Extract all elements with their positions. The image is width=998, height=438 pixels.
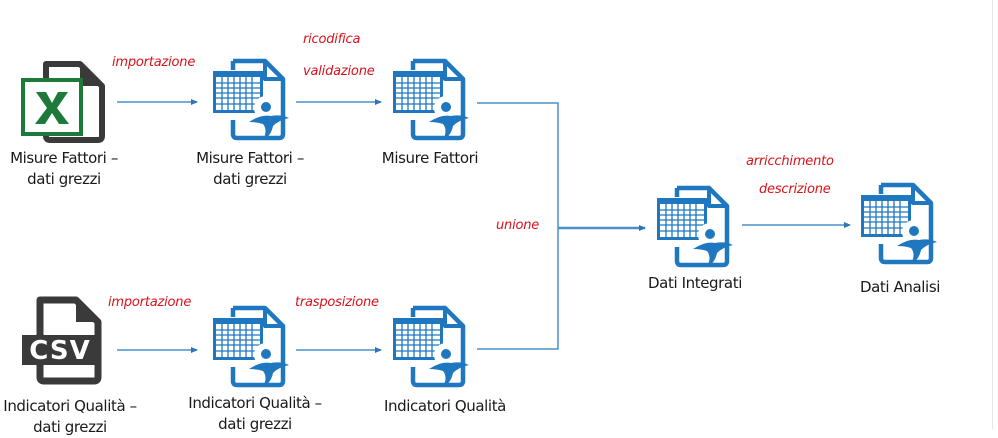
dataset-file-icon (385, 303, 475, 389)
node-label-mf-raw: Misure Fattori – dati grezzi (196, 149, 304, 188)
page-edge-divider (992, 0, 993, 429)
node-label-analysis: Dati Analisi (859, 278, 941, 296)
dataset-file-icon (649, 183, 739, 269)
operation-label-enrich: arricchimento (746, 154, 834, 169)
excel-file-icon (21, 61, 105, 143)
node-label-csv-source: Indicatori Qualità – dati grezzi (3, 397, 137, 436)
flow-connectors (117, 99, 851, 353)
node-label-iq: Indicatori Qualità (384, 397, 506, 415)
operation-label-recode: ricodifica (303, 32, 361, 47)
node-label-mf: Misure Fattori (381, 149, 479, 167)
operation-label-transpose: trasposizione (295, 295, 379, 310)
union-bracket (477, 102, 559, 350)
csv-icon-text: CSV (29, 336, 90, 366)
operation-label-import-top: importazione (112, 55, 196, 70)
csv-file-icon: CSV (22, 296, 102, 385)
operation-label-validate: validazione (303, 64, 375, 79)
node-label-excel-source: Misure Fattori – dati grezzi (10, 149, 118, 188)
node-label-integrated: Dati Integrati (648, 274, 742, 292)
operation-label-describe: descrizione (759, 182, 831, 197)
dataset-file-icon (853, 180, 943, 266)
dataset-file-icon (205, 56, 295, 142)
dataset-file-icon (205, 303, 295, 389)
dataset-file-icon (385, 56, 475, 142)
operation-label-union: unione (496, 218, 540, 233)
operation-label-import-bottom: importazione (108, 295, 192, 310)
